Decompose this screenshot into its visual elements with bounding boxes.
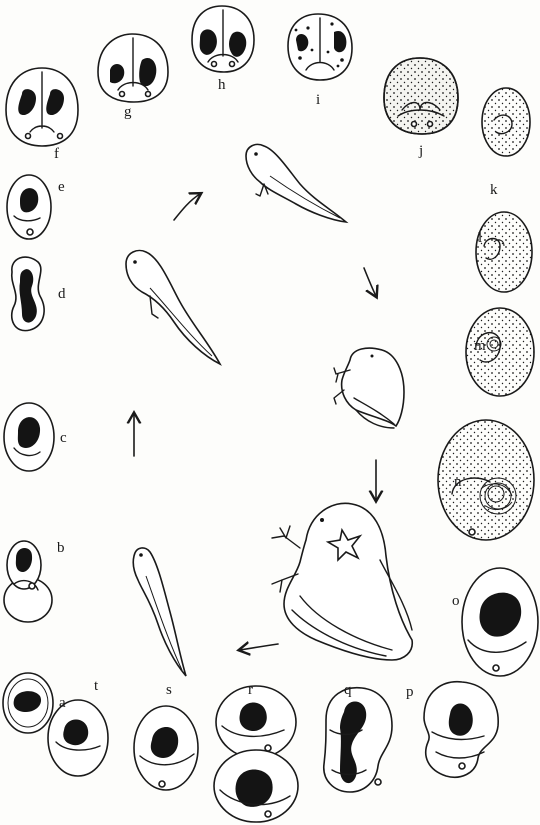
stage-e-embryo bbox=[7, 175, 51, 239]
stage-q-embryo bbox=[324, 688, 392, 792]
stage-c-embryo bbox=[4, 403, 54, 471]
label-q: q bbox=[344, 682, 352, 698]
label-l: l bbox=[478, 230, 482, 246]
stage-p-embryo bbox=[424, 682, 498, 777]
stage-a-egg bbox=[3, 673, 53, 733]
stage-i-embryo bbox=[288, 14, 352, 80]
frog-large bbox=[272, 503, 412, 660]
stage-t-embryo bbox=[48, 700, 108, 776]
label-p: p bbox=[406, 684, 414, 700]
label-a: a bbox=[59, 695, 66, 711]
label-b: b bbox=[57, 540, 65, 556]
label-i: i bbox=[316, 92, 320, 108]
stage-d-embryo bbox=[12, 257, 44, 331]
tadpole-bottom-left bbox=[133, 548, 186, 676]
label-r: r bbox=[248, 682, 253, 698]
tadpole-top-right bbox=[246, 144, 346, 222]
stage-n-embryo bbox=[438, 420, 534, 540]
label-s: s bbox=[166, 682, 172, 698]
label-h: h bbox=[218, 77, 226, 93]
label-n: n bbox=[454, 474, 462, 490]
label-e: e bbox=[58, 179, 65, 195]
stage-s-embryo bbox=[134, 706, 198, 790]
label-m: m bbox=[474, 338, 486, 354]
label-o: o bbox=[452, 593, 460, 609]
label-t: t bbox=[94, 678, 99, 694]
label-g: g bbox=[124, 104, 132, 120]
tadpole-left-center bbox=[126, 251, 220, 365]
stage-l-embryo bbox=[476, 212, 532, 292]
stage-h-embryo bbox=[192, 6, 254, 72]
stage-j-embryo bbox=[384, 58, 458, 134]
label-c: c bbox=[60, 430, 67, 446]
stage-f-embryo bbox=[6, 68, 78, 146]
arrow-up-right bbox=[174, 194, 200, 220]
stage-r-embryo bbox=[214, 686, 298, 822]
arrow-down-right bbox=[364, 268, 376, 296]
stage-g-embryo bbox=[98, 34, 168, 102]
label-j: j bbox=[418, 143, 423, 159]
frog-small bbox=[334, 348, 404, 428]
stage-k-embryo bbox=[482, 88, 530, 156]
stage-o-embryo bbox=[462, 568, 538, 676]
label-f: f bbox=[54, 146, 59, 162]
stage-b-embryo bbox=[4, 541, 52, 622]
label-d: d bbox=[58, 286, 66, 302]
arrow-left bbox=[240, 644, 278, 650]
label-k: k bbox=[490, 182, 498, 198]
